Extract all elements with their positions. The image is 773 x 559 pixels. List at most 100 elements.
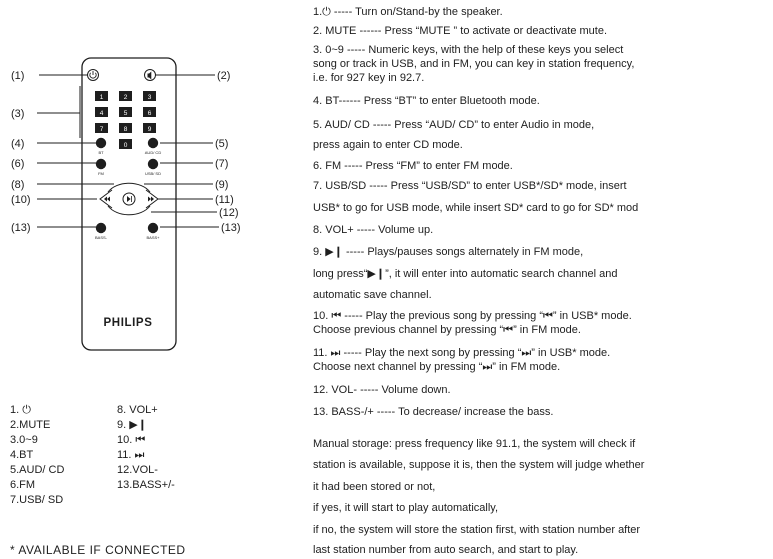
instruction-line: Choose previous channel by pressing “⏮” …	[313, 324, 581, 336]
fm-button[interactable]	[95, 158, 107, 170]
instruction-line: 10. ⏮ ----- Play the previous song by pr…	[313, 310, 632, 322]
key-4[interactable]	[95, 107, 108, 117]
callout-13-right: (13)	[221, 222, 241, 234]
power-icon	[89, 72, 97, 79]
instruction-line: 8. VOL+ ----- Volume up.	[313, 224, 434, 236]
prev-chevron[interactable]	[99, 189, 113, 209]
legend-item: 1. ⏻	[10, 404, 31, 416]
usb-sd-button[interactable]	[147, 158, 159, 170]
legend-item: 3.0~9	[10, 434, 38, 446]
instruction-line: USB* to go for USB mode, while insert SD…	[313, 202, 639, 214]
numeric-keypad	[95, 91, 156, 149]
instruction-line: i.e. for 927 key in 92.7.	[313, 72, 425, 84]
instruction-line: 5. AUD/ CD ----- Press “AUD/ CD” to ente…	[313, 119, 595, 131]
key-2-label: 2	[124, 94, 128, 101]
usb-sd-label: USB/ SD	[145, 171, 161, 176]
instruction-line: 11. ⏭ ----- Play the next song by pressi…	[313, 347, 611, 359]
key-5[interactable]	[119, 107, 132, 117]
next-icon	[148, 196, 154, 202]
callout-10: (10)	[11, 194, 31, 206]
legend-item: 11. ⏭	[117, 449, 145, 461]
callout-1: (1)	[11, 70, 24, 82]
callout-8: (8)	[11, 179, 24, 191]
key-6[interactable]	[143, 107, 156, 117]
instruction-line: 6. FM ----- Press “FM” to enter FM mode.	[313, 160, 513, 172]
fm-label: FM	[98, 171, 104, 176]
legend-item: 6.FM	[10, 479, 36, 491]
key-9-label: 9	[148, 126, 152, 133]
instruction-line: last station number from auto search, an…	[313, 544, 579, 556]
key-3-label: 3	[148, 94, 152, 101]
instruction-line: 2. MUTE ------ Press “MUTE ” to activate…	[313, 25, 608, 37]
callout-7: (7)	[215, 158, 228, 170]
instruction-line: 7. USB/SD ----- Press “USB/SD” to enter …	[313, 180, 627, 192]
callout-12: (12)	[219, 207, 239, 219]
instruction-line: song or track in USB, and in FM, you can…	[313, 58, 635, 70]
bass-plus-label: BASS+	[146, 235, 160, 240]
legend-item: 4.BT	[10, 449, 34, 461]
callout-9: (9)	[215, 179, 228, 191]
mute-icon	[147, 71, 152, 80]
instruction-line: 12. VOL- ----- Volume down.	[313, 384, 451, 396]
previous-icon	[104, 196, 110, 202]
bass-plus-button[interactable]	[147, 222, 159, 234]
callout-11: (11)	[215, 194, 234, 206]
play-pause-icon	[127, 196, 131, 202]
legend-item: 12.VOL-	[117, 464, 158, 476]
callout-13-left: (13)	[11, 222, 31, 234]
instruction-line: it had been stored or not,	[313, 481, 436, 493]
bt-label: BT	[98, 150, 104, 155]
key-1-label: 1	[100, 94, 104, 101]
instruction-line: 3. 0~9 ----- Numeric keys, with the help…	[313, 44, 624, 56]
instruction-line: Choose next channel by pressing “⏭” in F…	[313, 361, 561, 373]
legend-item: 13.BASS+/-	[117, 479, 175, 491]
legend-item: 9. ▶❙	[117, 419, 147, 431]
instruction-line: automatic save channel.	[313, 289, 432, 301]
bass-minus-label: BASS-	[95, 235, 108, 240]
key-3[interactable]	[143, 91, 156, 101]
instruction-line: if no, the system will store the station…	[313, 524, 641, 536]
instruction-line: if yes, it will start to play automatica…	[313, 502, 499, 514]
legend-item: 8. VOL+	[117, 404, 158, 416]
instruction-line: 4. BT------ Press “BT” to enter Bluetoot…	[313, 95, 540, 107]
instruction-line: 1.⏻ ----- Turn on/Stand-by the speaker.	[313, 6, 503, 18]
key-9[interactable]	[143, 123, 156, 133]
key-7[interactable]	[95, 123, 108, 133]
callout-3: (3)	[11, 108, 24, 120]
aud-cd-button[interactable]	[147, 137, 159, 149]
bt-button[interactable]	[95, 137, 107, 149]
callout-4: (4)	[11, 138, 24, 150]
key-0[interactable]	[119, 139, 132, 149]
callout-5: (5)	[215, 138, 228, 150]
instruction-line: station is available, suppose it is, the…	[313, 459, 645, 471]
next-chevron[interactable]	[145, 189, 159, 209]
key-8-label: 8	[124, 126, 128, 133]
brand-logo: PHILIPS	[104, 317, 153, 329]
vol-minus-arc[interactable]	[107, 205, 151, 216]
instruction-line: long press“▶❙”, it will enter into autom…	[313, 268, 618, 280]
legend-item: 2.MUTE	[10, 419, 51, 431]
key-7-label: 7	[100, 126, 104, 133]
callout-lines	[37, 74, 219, 228]
key-0-label: 0	[124, 142, 128, 149]
key-6-label: 6	[148, 110, 152, 117]
bass-minus-button[interactable]	[95, 222, 107, 234]
instruction-line: 13. BASS-/+ ----- To decrease/ increase …	[313, 406, 554, 418]
legend-item: 5.AUD/ CD	[10, 464, 65, 476]
key-8[interactable]	[119, 123, 132, 133]
aud-cd-label: AUD/ CD	[145, 150, 162, 155]
vol-plus-arc[interactable]	[107, 182, 151, 193]
callout-2: (2)	[217, 70, 230, 82]
instruction-line: 9. ▶❙ ----- Plays/pauses songs alternate…	[313, 246, 584, 258]
key-2[interactable]	[119, 91, 132, 101]
legend-item: 7.USB/ SD	[10, 494, 64, 506]
key-4-label: 4	[100, 110, 104, 117]
instruction-line: press again to enter CD mode.	[313, 139, 463, 151]
availability-footnote: * AVAILABLE IF CONNECTED	[10, 543, 186, 557]
navigation-pad	[99, 182, 159, 216]
instruction-line: Manual storage: press frequency like 91.…	[313, 438, 636, 450]
key-5-label: 5	[124, 110, 128, 117]
key-1[interactable]	[95, 91, 108, 101]
remote-control-illustration: (1) (2) (3) (4) (5) (6) (7) (8) (9) (10)…	[11, 57, 241, 351]
legend-item: 10. ⏮	[117, 434, 146, 446]
